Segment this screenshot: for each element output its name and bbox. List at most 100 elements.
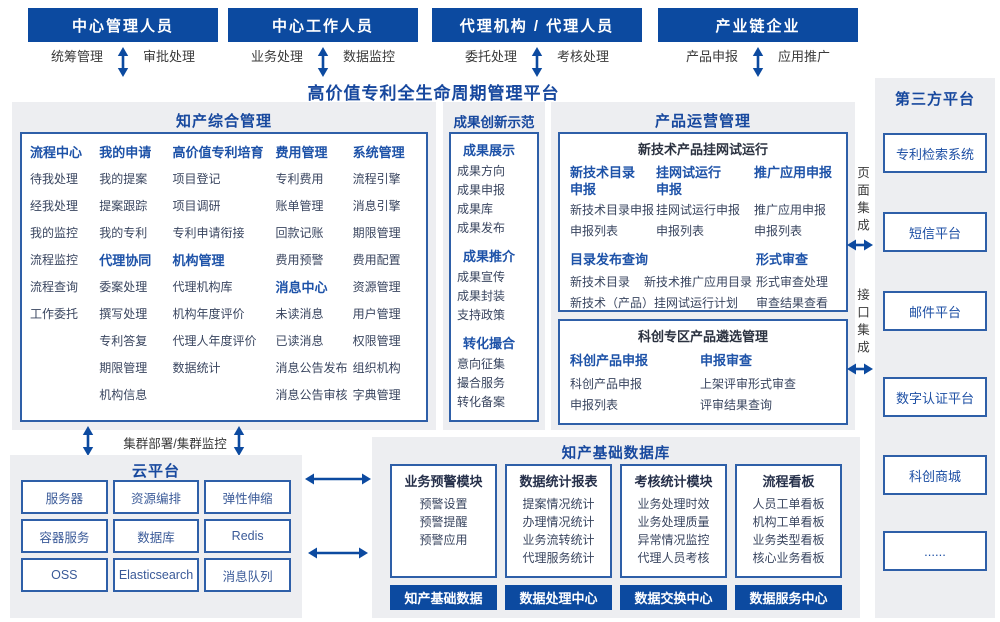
cloud-service: 数据库 bbox=[112, 519, 200, 553]
database-module: 流程看板 人员工单看板机构工单看板业务类型看板核心业务看板 数据服务中心 bbox=[735, 464, 842, 610]
cloud-service: 弹性伸缩 bbox=[204, 480, 291, 514]
menu-group: 申报审查 上架评审形式审查评审结果查询 bbox=[700, 348, 836, 416]
cluster-deploy-monitor-label: 集群部署/集群监控 bbox=[123, 437, 227, 451]
actor-role-label: 考核处理 bbox=[557, 49, 610, 64]
menu-group-header: 成果展示 bbox=[463, 143, 516, 158]
menu-item: 期限管理 bbox=[352, 226, 401, 240]
module-item: 预警设置 bbox=[419, 497, 468, 511]
vertical-double-arrow-icon bbox=[117, 47, 129, 77]
menu-item: 科创产品申报 bbox=[570, 377, 643, 391]
menu-item: 未读消息 bbox=[275, 307, 324, 321]
menu-item: 委案处理 bbox=[99, 280, 148, 294]
menu-group-header: 科创产品申报 bbox=[570, 353, 649, 368]
menu-item: 项目调研 bbox=[172, 199, 221, 213]
module-item: 业务类型看板 bbox=[752, 533, 825, 547]
menu-item: 费用预警 bbox=[275, 253, 324, 267]
third-party-sms: 短信平台 bbox=[883, 212, 987, 252]
section-title: 知产基础数据库 bbox=[561, 446, 671, 462]
third-party-ellipsis: ...... bbox=[883, 531, 987, 571]
third-party-email: 邮件平台 bbox=[883, 291, 987, 331]
section-third-party-platforms: 第三方平台 专利检索系统 短信平台 邮件平台 数字认证平台 科创商城 .....… bbox=[875, 78, 995, 618]
menu-item: 新技术目录申报 bbox=[570, 203, 655, 217]
menu-group-header: 挂网试运行 申报 bbox=[656, 165, 722, 197]
actor-title: 产业链企业 bbox=[658, 8, 858, 42]
vertical-double-arrow-icon bbox=[317, 47, 329, 77]
data-center-box: 数据交换中心 bbox=[620, 585, 727, 610]
database-module: 业务预警模块 预警设置预警提醒预警应用 知产基础数据 bbox=[390, 464, 497, 610]
horizontal-double-arrow-icon bbox=[847, 363, 873, 375]
section-product-operation-management: 产品运营管理 新技术产品挂网试运行 新技术目录 申报 新技术目录申报申报列表 挂… bbox=[551, 102, 855, 430]
menu-group-header: 新技术目录 申报 bbox=[570, 165, 636, 197]
menu-item: 消息公告发布 bbox=[275, 361, 348, 375]
menu-item: 申报列表 bbox=[754, 224, 803, 238]
menu-group-header: 我的申请 bbox=[99, 145, 152, 160]
module-item: 异常情况监控 bbox=[637, 533, 710, 547]
cloud-service: 服务器 bbox=[21, 480, 108, 514]
data-center-box: 数据处理中心 bbox=[505, 585, 612, 610]
sub-box-new-tech-trial: 新技术产品挂网试运行 新技术目录 申报 新技术目录申报申报列表 挂网试运行 申报… bbox=[558, 132, 848, 312]
menu-item: 新技术（产品）挂网试运行计划 bbox=[570, 296, 739, 310]
menu-item: 我的专利 bbox=[99, 226, 148, 240]
module-item: 业务处理时效 bbox=[637, 497, 710, 511]
menu-group: 新技术目录 申报 新技术目录申报申报列表 bbox=[570, 161, 656, 242]
menu-item: 费用配置 bbox=[352, 253, 401, 267]
platform-title: 高价值专利全生命周期管理平台 bbox=[307, 84, 560, 103]
module-item: 核心业务看板 bbox=[752, 551, 825, 565]
api-integration-label: 接口集成 bbox=[855, 288, 869, 358]
menu-group: 成果展示 成果方向成果申报成果库成果发布 bbox=[457, 140, 535, 238]
menu-group-header: 代理协同 bbox=[99, 253, 152, 268]
menu-item: 意向征集 bbox=[457, 357, 506, 371]
data-center-box: 知产基础数据 bbox=[390, 585, 497, 610]
module-item: 人员工单看板 bbox=[752, 497, 825, 511]
sub-box-title: 科创专区产品遴选管理 bbox=[637, 329, 768, 344]
database-module: 考核统计模块 业务处理时效业务处理质量异常情况监控代理人员考核 数据交换中心 bbox=[620, 464, 727, 610]
cloud-service: OSS bbox=[21, 558, 108, 592]
menu-item: 代理机构库 bbox=[172, 280, 233, 294]
menu-item: 评审结果查询 bbox=[700, 398, 773, 412]
menu-item: 成果宣传 bbox=[457, 270, 506, 284]
menu-column: 高价值专利培育 项目登记项目调研专利申请衔接 机构管理 代理机构库机构年度评价代… bbox=[173, 139, 276, 415]
menu-item: 期限管理 bbox=[99, 361, 148, 375]
menu-group: 科创产品申报 科创产品申报申报列表 bbox=[570, 348, 700, 416]
cloud-service: 消息队列 bbox=[204, 558, 291, 592]
menu-group: 挂网试运行 申报 挂网试运行申报申报列表 bbox=[656, 161, 754, 242]
menu-column: 系统管理 流程引擎消息引擎期限管理费用配置资源管理用户管理权限管理组织机构字典管… bbox=[353, 139, 418, 415]
module-item: 代理人员考核 bbox=[637, 551, 710, 565]
module-item: 预警应用 bbox=[419, 533, 468, 547]
menu-item: 消息公告审核 bbox=[275, 388, 348, 402]
menu-group-header: 成果推介 bbox=[463, 249, 516, 264]
cloud-service: Elasticsearch bbox=[112, 558, 200, 592]
module-header: 考核统计模块 bbox=[634, 474, 713, 489]
menu-item: 撰写处理 bbox=[99, 307, 148, 321]
menu-column: 流程中心 待我处理经我处理我的监控流程监控流程查询工作委托 bbox=[30, 139, 99, 415]
menu-item: 成果方向 bbox=[457, 164, 506, 178]
third-party-sci-tech-mall: 科创商城 bbox=[883, 455, 987, 495]
module-item: 机构工单看板 bbox=[752, 515, 825, 529]
actor-role-label: 数据监控 bbox=[343, 49, 396, 64]
menu-item: 账单管理 bbox=[275, 199, 324, 213]
menu-item: 数据统计 bbox=[172, 361, 221, 375]
menu-item: 支持政策 bbox=[457, 308, 506, 322]
section-ip-comprehensive-management: 知产综合管理 流程中心 待我处理经我处理我的监控流程监控流程查询工作委托 我的申… bbox=[12, 102, 436, 430]
horizontal-double-arrow-icon bbox=[308, 547, 368, 559]
sub-box-sci-tech-selection: 科创专区产品遴选管理 科创产品申报 科创产品申报申报列表 申报审查 上架评审形式… bbox=[558, 319, 848, 425]
section-title: 成果创新示范 bbox=[453, 115, 535, 130]
menu-group: 形式审查 形式审查处理审查结果查看 bbox=[756, 248, 836, 314]
menu-group-header: 系统管理 bbox=[352, 145, 405, 160]
menu-group-header: 推广应用申报 bbox=[754, 165, 833, 180]
menu-group-header: 费用管理 bbox=[275, 145, 328, 160]
menu-group-header: 申报审查 bbox=[700, 353, 753, 368]
menu-item: 成果发布 bbox=[457, 221, 506, 235]
menu-item: 回款记账 bbox=[275, 226, 324, 240]
actor-role-label: 统筹管理 bbox=[50, 49, 103, 64]
menu-item: 撮合服务 bbox=[457, 376, 506, 390]
actor-role-label: 委托处理 bbox=[464, 49, 517, 64]
third-party-digital-cert: 数字认证平台 bbox=[883, 377, 987, 417]
menu-item: 申报列表 bbox=[570, 224, 619, 238]
horizontal-double-arrow-icon bbox=[305, 473, 371, 485]
actor-title: 代理机构 / 代理人员 bbox=[432, 8, 642, 42]
vertical-double-arrow-icon bbox=[233, 426, 245, 456]
horizontal-double-arrow-icon bbox=[847, 239, 873, 251]
vertical-double-arrow-icon bbox=[82, 426, 94, 456]
